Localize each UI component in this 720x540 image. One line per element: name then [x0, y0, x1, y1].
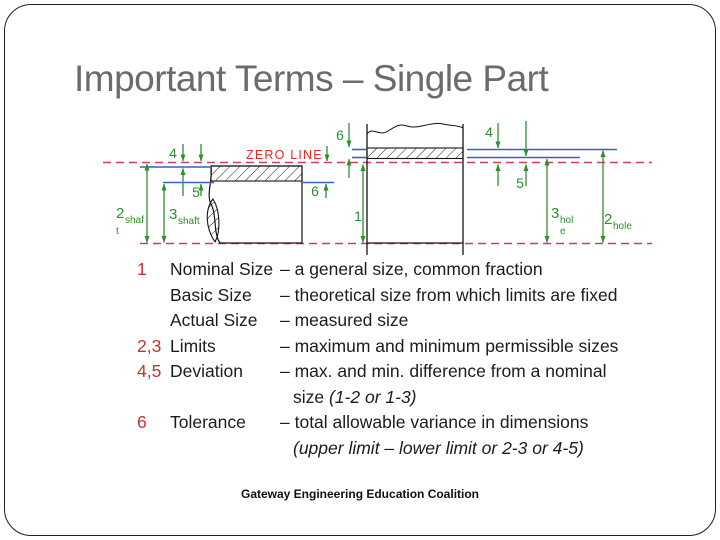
definition-text: – maximum and minimum permissible sizes	[280, 335, 619, 356]
definitions-list: 1 Nominal Size – a general size, common …	[137, 257, 677, 461]
definition-term: Actual Size	[170, 310, 258, 330]
hole-upper-deviation-label: 4	[485, 124, 493, 140]
break-symbol	[206, 198, 220, 244]
slide-footer: Gateway Engineering Education Coalition	[240, 487, 480, 501]
definition-text: – theoretical size from which limits are…	[280, 284, 618, 305]
definition-term: Limits	[170, 335, 216, 356]
definition-term: Deviation	[170, 361, 243, 381]
limit-lines	[140, 148, 617, 184]
shaft-min-size-subscript: shaft	[178, 216, 200, 227]
definition-number: 6	[137, 412, 147, 432]
definition-text: – total allowable variance in dimensions…	[280, 412, 589, 458]
definition-term: Basic Size	[170, 284, 252, 305]
definition-text: – a general size, common fraction	[280, 259, 543, 279]
hole-max-size-label: 2	[604, 211, 612, 228]
definition-text: – measured size	[280, 310, 409, 330]
definition-text: – max. and min. difference from a nomina…	[280, 361, 607, 407]
hole-tolerance-label: 6	[336, 127, 344, 143]
shaft-max-size-subscript-2: t	[116, 226, 119, 237]
shaft-tolerance-label: 6	[311, 183, 319, 199]
definition-number: 1	[137, 259, 147, 279]
shaft-min-size-label: 3	[169, 206, 177, 223]
hole-max-size-subscript: hole	[613, 221, 632, 232]
hole-lower-deviation-label: 5	[516, 175, 524, 191]
definition-number	[137, 283, 170, 309]
limits-fits-diagram: ZERO LINE 4 5 6 2 shaf t 3 shaft 6 1 4 5…	[103, 121, 652, 255]
nominal-size-label: 1	[354, 208, 362, 224]
shaft-max-size-label: 2	[116, 205, 124, 222]
hole-min-size-subscript: hol	[560, 215, 573, 226]
definition-term: Nominal Size	[170, 259, 274, 279]
definition-number: 4,5	[137, 361, 162, 381]
hole-min-size-label: 3	[551, 205, 559, 222]
hole-section	[366, 122, 464, 255]
zero-line-label: ZERO LINE	[246, 148, 323, 162]
shaft-lower-deviation-label: 5	[192, 184, 200, 200]
definition-number: 2,3	[137, 335, 162, 356]
dimension-arrows	[144, 121, 606, 243]
definition-term: Tolerance	[170, 412, 246, 432]
shaft-upper-deviation-label: 4	[169, 145, 177, 161]
shaft-section	[206, 165, 303, 244]
shaft-max-size-subscript: shaf	[125, 215, 144, 226]
slide-title: Important Terms – Single Part	[74, 58, 549, 99]
hole-min-size-subscript-2: e	[560, 226, 566, 237]
definition-number	[137, 308, 170, 334]
